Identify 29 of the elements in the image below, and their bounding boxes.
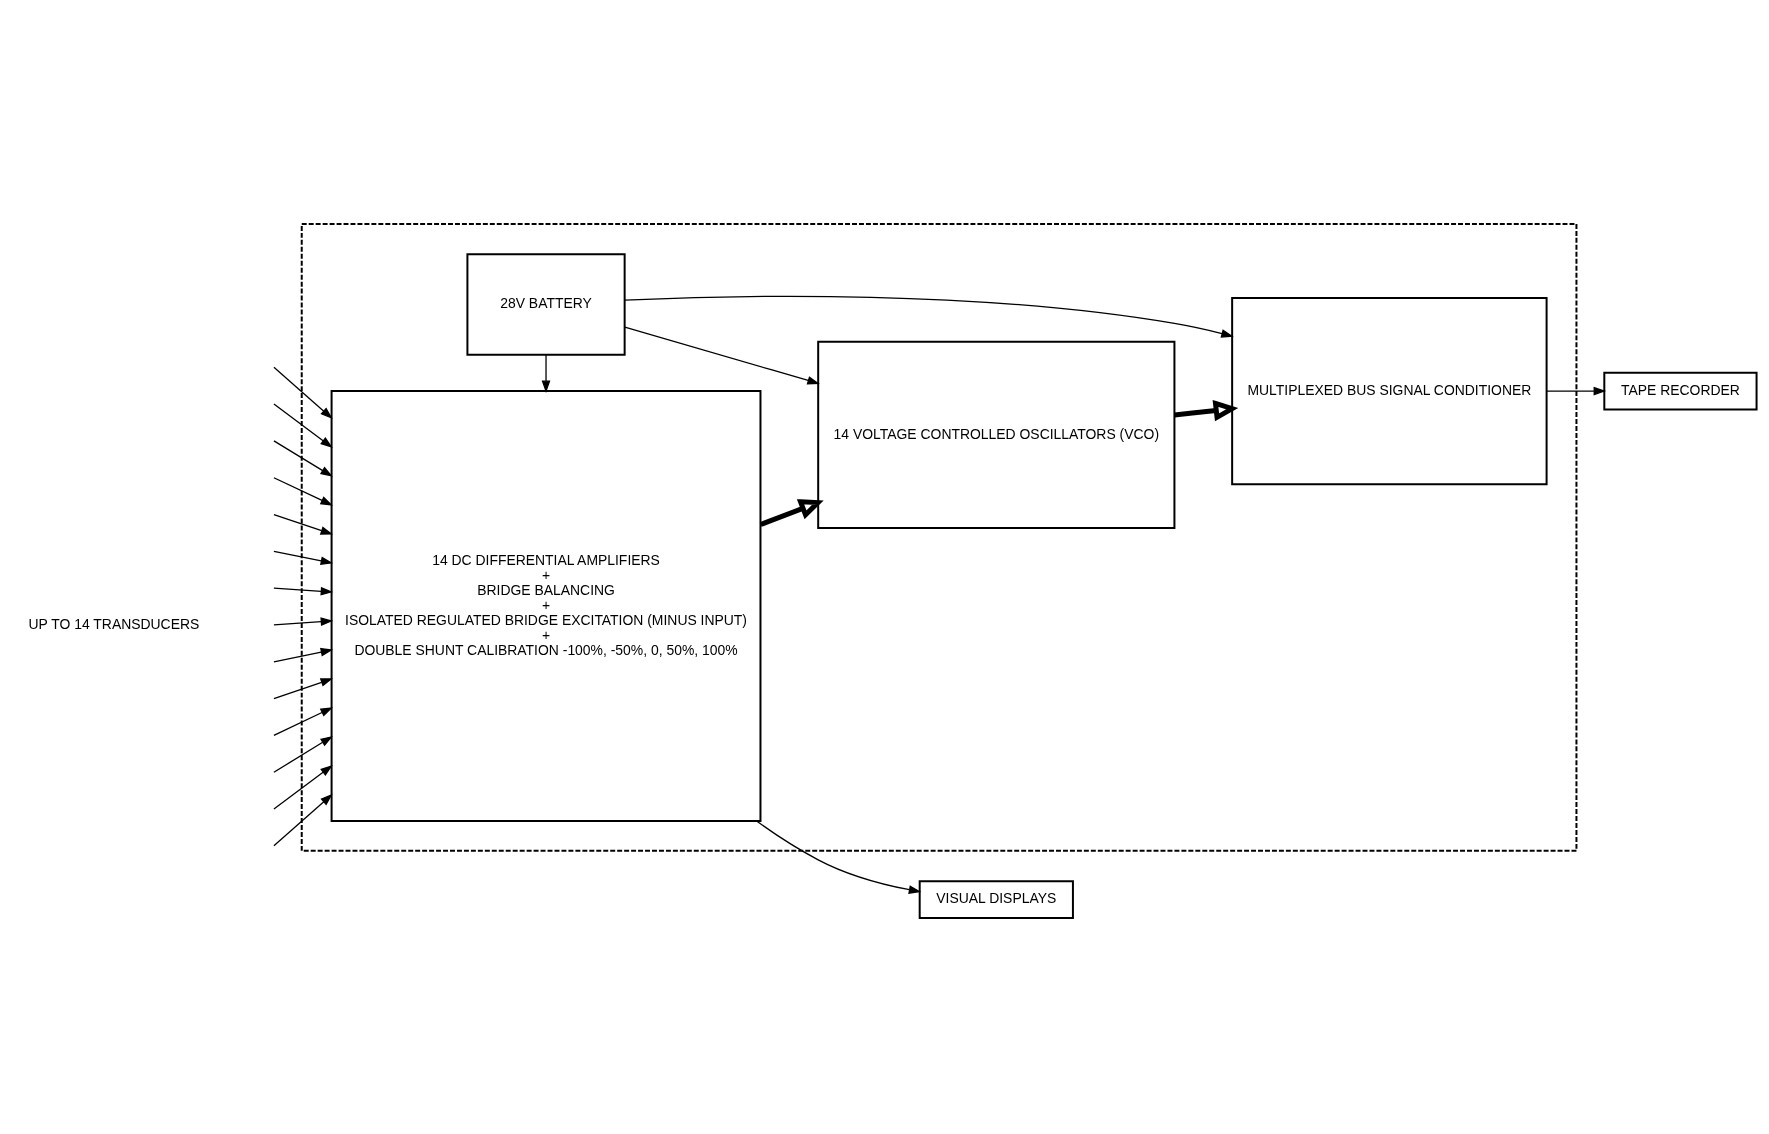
- cluster: [300, 222, 1578, 852]
- arrow: [273, 477, 334, 506]
- arrow: [759, 499, 824, 527]
- arrow: [273, 513, 334, 535]
- arrow: [273, 617, 334, 627]
- arrow: [273, 440, 333, 477]
- arrow: [273, 736, 333, 773]
- node-box: TAPE RECORDER: [1603, 371, 1758, 411]
- arrow: [273, 678, 334, 700]
- arrow: [273, 586, 334, 596]
- node-box: 14 DC DIFFERENTIAL AMPLIFIERS + BRIDGE BALANCING + ISOLATED REGULATED BRIDGE EXCITATION (MINUS INPUT) + DOUBLE SHUNT CALIBRATION -100%, -50%, 0, 50%, 100%: [330, 390, 762, 822]
- arrow: [273, 764, 333, 810]
- arrow: [273, 366, 333, 420]
- arrow: [756, 820, 922, 894]
- arrow: [273, 647, 334, 663]
- arrow: [624, 326, 820, 385]
- arrow: [624, 295, 1234, 338]
- label: UP TO 14 TRANSDUCERS: [28, 615, 200, 632]
- node-box: VISUAL DISPLAYS: [918, 880, 1074, 919]
- arrow: [273, 550, 334, 566]
- arrow: [273, 793, 333, 847]
- node-box: 28V BATTERY: [466, 253, 626, 356]
- arrow: [541, 354, 551, 394]
- arrow: [273, 403, 333, 448]
- node-box: 14 VOLTAGE CONTROLLED OSCILLATORS (VCO): [817, 340, 1176, 529]
- arrow: [273, 707, 334, 737]
- arrow: [1546, 386, 1607, 396]
- node-box: MULTIPLEXED BUS SIGNAL CONDITIONER: [1231, 297, 1548, 486]
- arrow: [1174, 399, 1239, 422]
